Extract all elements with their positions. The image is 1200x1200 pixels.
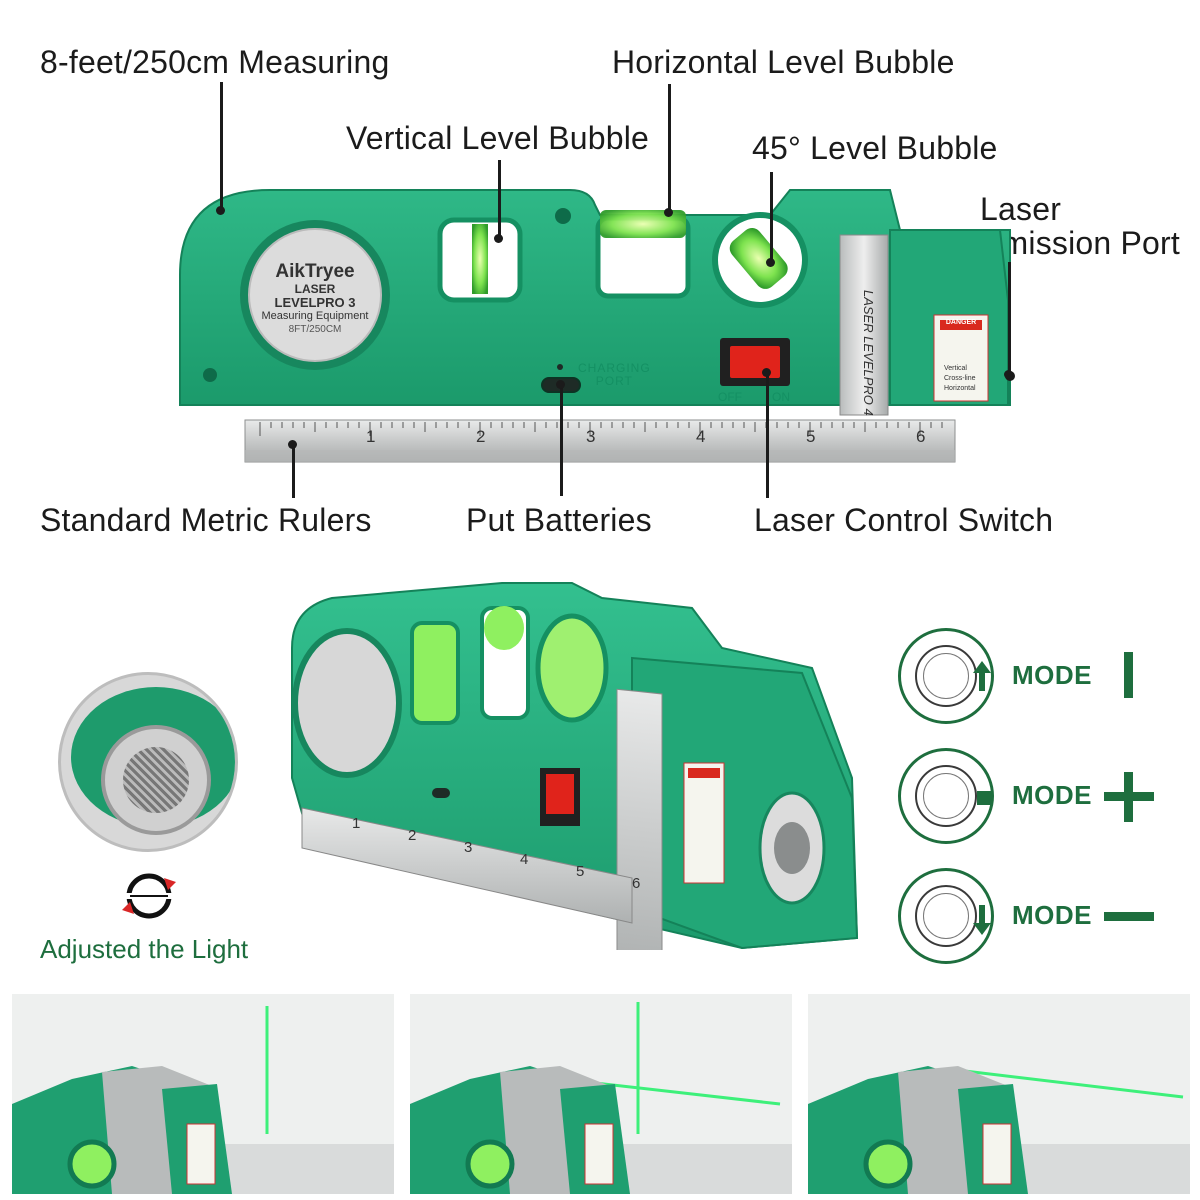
callout-laser-port-line1: Laser (980, 191, 1062, 227)
dot-horizontal (664, 208, 673, 217)
dot-measuring (216, 206, 225, 215)
warning-row-horizontal: Horizontal (944, 385, 976, 392)
perspective-ruler-number: 3 (464, 839, 472, 856)
ruler-ticks: 1 2 3 4 5 6 (259, 422, 943, 446)
side-label: LASER LEVELPRO 4 (861, 290, 876, 416)
callout-45-bubble: 45° Level Bubble (752, 130, 998, 166)
laser-level-perspective-view: 1 2 3 4 5 6 (291, 582, 859, 950)
leader-45 (770, 172, 773, 264)
dot-rulers (288, 440, 297, 449)
switch-on-label: ON (772, 390, 790, 404)
photo-cross-scene (410, 994, 792, 1194)
brand-name: AikTryee (275, 261, 355, 282)
warning-row-vertical: Vertical (944, 365, 967, 372)
arrow-down-icon (973, 905, 991, 935)
adjust-closeup (58, 672, 238, 852)
leader-rulers (292, 444, 295, 498)
leader-vertical (498, 160, 501, 240)
dot-laser-port (1004, 370, 1013, 379)
arrow-up-icon (973, 661, 991, 691)
ruler-number: 3 (586, 427, 595, 446)
photo-horizontal-mode (808, 994, 1190, 1194)
leader-horizontal (668, 84, 671, 212)
leader-laser-port (1008, 262, 1011, 374)
ruler-number: 2 (476, 427, 485, 446)
warning-rows: Vertical Cross-line Horizontal (944, 364, 976, 394)
ruler-number: 6 (916, 427, 925, 446)
callout-horizontal-bubble: Horizontal Level Bubble (612, 44, 955, 80)
leader-batteries (560, 384, 563, 496)
photo-cross-mode (410, 994, 792, 1194)
perspective-ruler-number: 5 (576, 863, 584, 880)
perspective-ruler-number: 1 (352, 815, 360, 832)
vertical-line-icon (1124, 652, 1133, 698)
horizontal-line-icon (1104, 912, 1154, 921)
switch-off-label: OFF (718, 390, 742, 404)
dot-45 (766, 258, 775, 267)
photo-vertical-scene (12, 994, 394, 1194)
device-label: AikTryee LASER LEVELPRO 3 Measuring Equi… (250, 261, 380, 336)
callout-laser-port-line2: Emission Port (980, 225, 1180, 261)
brand-subtitle: Measuring Equipment (261, 310, 369, 323)
warning-row-cross: Cross-line (944, 375, 976, 382)
perspective-ruler-number: 2 (408, 827, 416, 844)
mode-2-ring[interactable] (898, 748, 994, 844)
callout-control-switch: Laser Control Switch (754, 502, 1054, 538)
brand-size: 8FT/250CM (288, 324, 342, 336)
closeup-lens (123, 747, 189, 813)
charging-port-label: CHARGING PORT (578, 362, 651, 388)
perspective-ruler-number: 4 (520, 851, 528, 868)
charging-line2: PORT (595, 374, 633, 388)
charging-line1: CHARGING (578, 361, 651, 375)
mode-3-label: MODE (1012, 900, 1092, 930)
laser-level-front-view: LASER LEVELPRO 4 1 2 3 4 5 6 (179, 189, 1015, 463)
callout-batteries: Put Batteries (466, 502, 652, 538)
brand-laser: LASER (294, 281, 336, 296)
perspective-ruler-numbers: 1 2 3 4 5 6 (352, 815, 640, 892)
mode-3-ring[interactable] (898, 868, 994, 964)
danger-label: DANGER (945, 319, 977, 326)
dot-vertical (494, 234, 503, 243)
leader-switch (766, 372, 769, 498)
callout-laser-port: Laser Emission Port (980, 192, 1180, 260)
dot-switch (762, 368, 771, 377)
callout-measuring: 8-feet/250cm Measuring (40, 44, 390, 80)
mode-1-ring[interactable] (898, 628, 994, 724)
ruler-number: 1 (366, 427, 375, 446)
cross-line-icon (1124, 772, 1133, 822)
dot-batteries (556, 380, 565, 389)
mode-2-label: MODE (1012, 780, 1092, 810)
square-icon (977, 791, 991, 805)
callout-metric-rulers: Standard Metric Rulers (40, 502, 372, 538)
mode-1-label: MODE (1012, 660, 1092, 690)
perspective-ruler-number: 6 (632, 875, 640, 892)
ruler-number: 5 (806, 427, 815, 446)
callout-vertical-bubble: Vertical Level Bubble (346, 120, 650, 156)
photo-horizontal-scene (808, 994, 1190, 1194)
photo-vertical-mode (12, 994, 394, 1194)
ruler-number: 4 (696, 427, 705, 446)
leader-measuring (220, 82, 223, 212)
adjust-caption: Adjusted the Light (40, 934, 249, 964)
brand-model: LEVELPRO 3 (274, 295, 356, 311)
rotate-icon (122, 873, 176, 919)
